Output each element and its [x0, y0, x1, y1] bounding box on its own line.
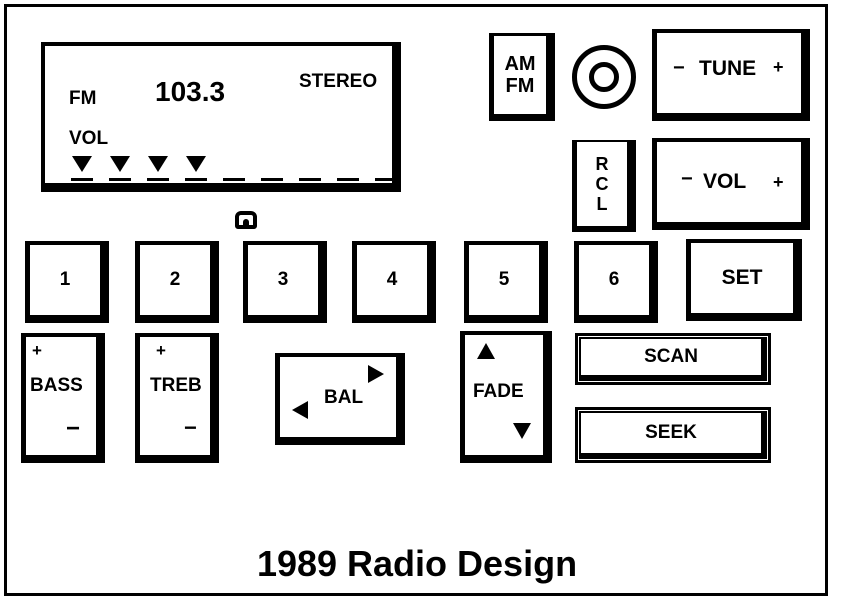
fade-rocker[interactable]: FADE: [460, 331, 552, 463]
am-fm-button[interactable]: AM FM: [489, 33, 555, 121]
balance-rocker[interactable]: BAL: [275, 353, 405, 445]
treble-rocker[interactable]: + TREB −: [135, 333, 219, 463]
preset-2-button[interactable]: 2: [135, 241, 219, 323]
preset-5-label: 5: [498, 269, 510, 290]
tune-rocker[interactable]: − TUNE +: [652, 29, 810, 121]
scan-button[interactable]: SCAN: [575, 333, 771, 385]
seek-label: SEEK: [645, 422, 697, 443]
volume-segment: [261, 178, 283, 181]
tune-label: TUNE: [699, 57, 757, 80]
preset-5-button[interactable]: 5: [464, 241, 548, 323]
volume-segment: [337, 178, 359, 181]
rcl-c: C: [595, 174, 609, 194]
treble-down-button[interactable]: −: [184, 415, 197, 440]
volume-rocker[interactable]: − VOL +: [652, 138, 810, 230]
volume-label: VOL: [69, 128, 109, 149]
tune-down-button[interactable]: −: [673, 57, 685, 79]
preset-1-label: 1: [59, 269, 71, 290]
set-label: SET: [721, 266, 763, 289]
volume-level-icon: [186, 156, 206, 172]
bass-down-button[interactable]: −: [66, 415, 81, 442]
fade-front-arrow-icon[interactable]: [477, 343, 495, 359]
recall-button[interactable]: R C L: [572, 140, 636, 232]
volume-level-icon: [110, 156, 130, 172]
preset-6-label: 6: [608, 269, 620, 290]
radio-panel: FM 103.3 STEREO VOL AM FM − TUNE + − VOL…: [4, 4, 828, 596]
volume-segment: [185, 178, 207, 181]
preset-1-button[interactable]: 1: [25, 241, 109, 323]
bass-label: BASS: [30, 375, 83, 396]
treble-up-button[interactable]: +: [156, 341, 166, 360]
fm-label: FM: [505, 75, 535, 97]
preset-6-button[interactable]: 6: [574, 241, 658, 323]
scan-label: SCAN: [644, 346, 698, 367]
am-label: AM: [504, 53, 536, 75]
volume-up-button[interactable]: +: [773, 172, 784, 192]
volume-segment: [299, 178, 321, 181]
seek-button[interactable]: SEEK: [575, 407, 771, 463]
frequency-readout: 103.3: [155, 76, 226, 107]
headphone-icon: [235, 211, 257, 229]
volume-level-icon: [72, 156, 92, 172]
bass-rocker[interactable]: + BASS −: [21, 333, 105, 463]
treble-label: TREB: [150, 375, 202, 396]
volume-segment: [71, 178, 93, 181]
balance-label: BAL: [324, 387, 364, 408]
balance-left-arrow-icon[interactable]: [292, 401, 308, 419]
volume-level-icon: [148, 156, 168, 172]
volume-label-button: VOL: [703, 170, 747, 193]
tune-up-button[interactable]: +: [773, 57, 784, 77]
bass-up-button[interactable]: +: [32, 341, 42, 360]
set-button[interactable]: SET: [686, 239, 802, 321]
stereo-indicator: STEREO: [299, 71, 378, 92]
power-knob[interactable]: [572, 45, 636, 109]
rcl-r: R: [595, 154, 609, 174]
preset-3-label: 3: [277, 269, 289, 290]
volume-segment: [375, 178, 397, 181]
preset-4-button[interactable]: 4: [352, 241, 436, 323]
volume-segment: [147, 178, 169, 181]
preset-3-button[interactable]: 3: [243, 241, 327, 323]
band-indicator: FM: [69, 88, 97, 109]
caption-title: 1989 Radio Design: [256, 543, 578, 584]
volume-segment: [223, 178, 245, 181]
balance-right-arrow-icon[interactable]: [368, 365, 384, 383]
rcl-l: L: [596, 194, 608, 214]
radio-display: FM 103.3 STEREO VOL: [41, 42, 401, 192]
volume-segment: [109, 178, 131, 181]
fade-rear-arrow-icon[interactable]: [513, 423, 531, 439]
preset-2-label: 2: [169, 269, 181, 290]
volume-down-button[interactable]: −: [681, 168, 693, 190]
preset-4-label: 4: [386, 269, 398, 290]
fade-label: FADE: [473, 381, 524, 402]
